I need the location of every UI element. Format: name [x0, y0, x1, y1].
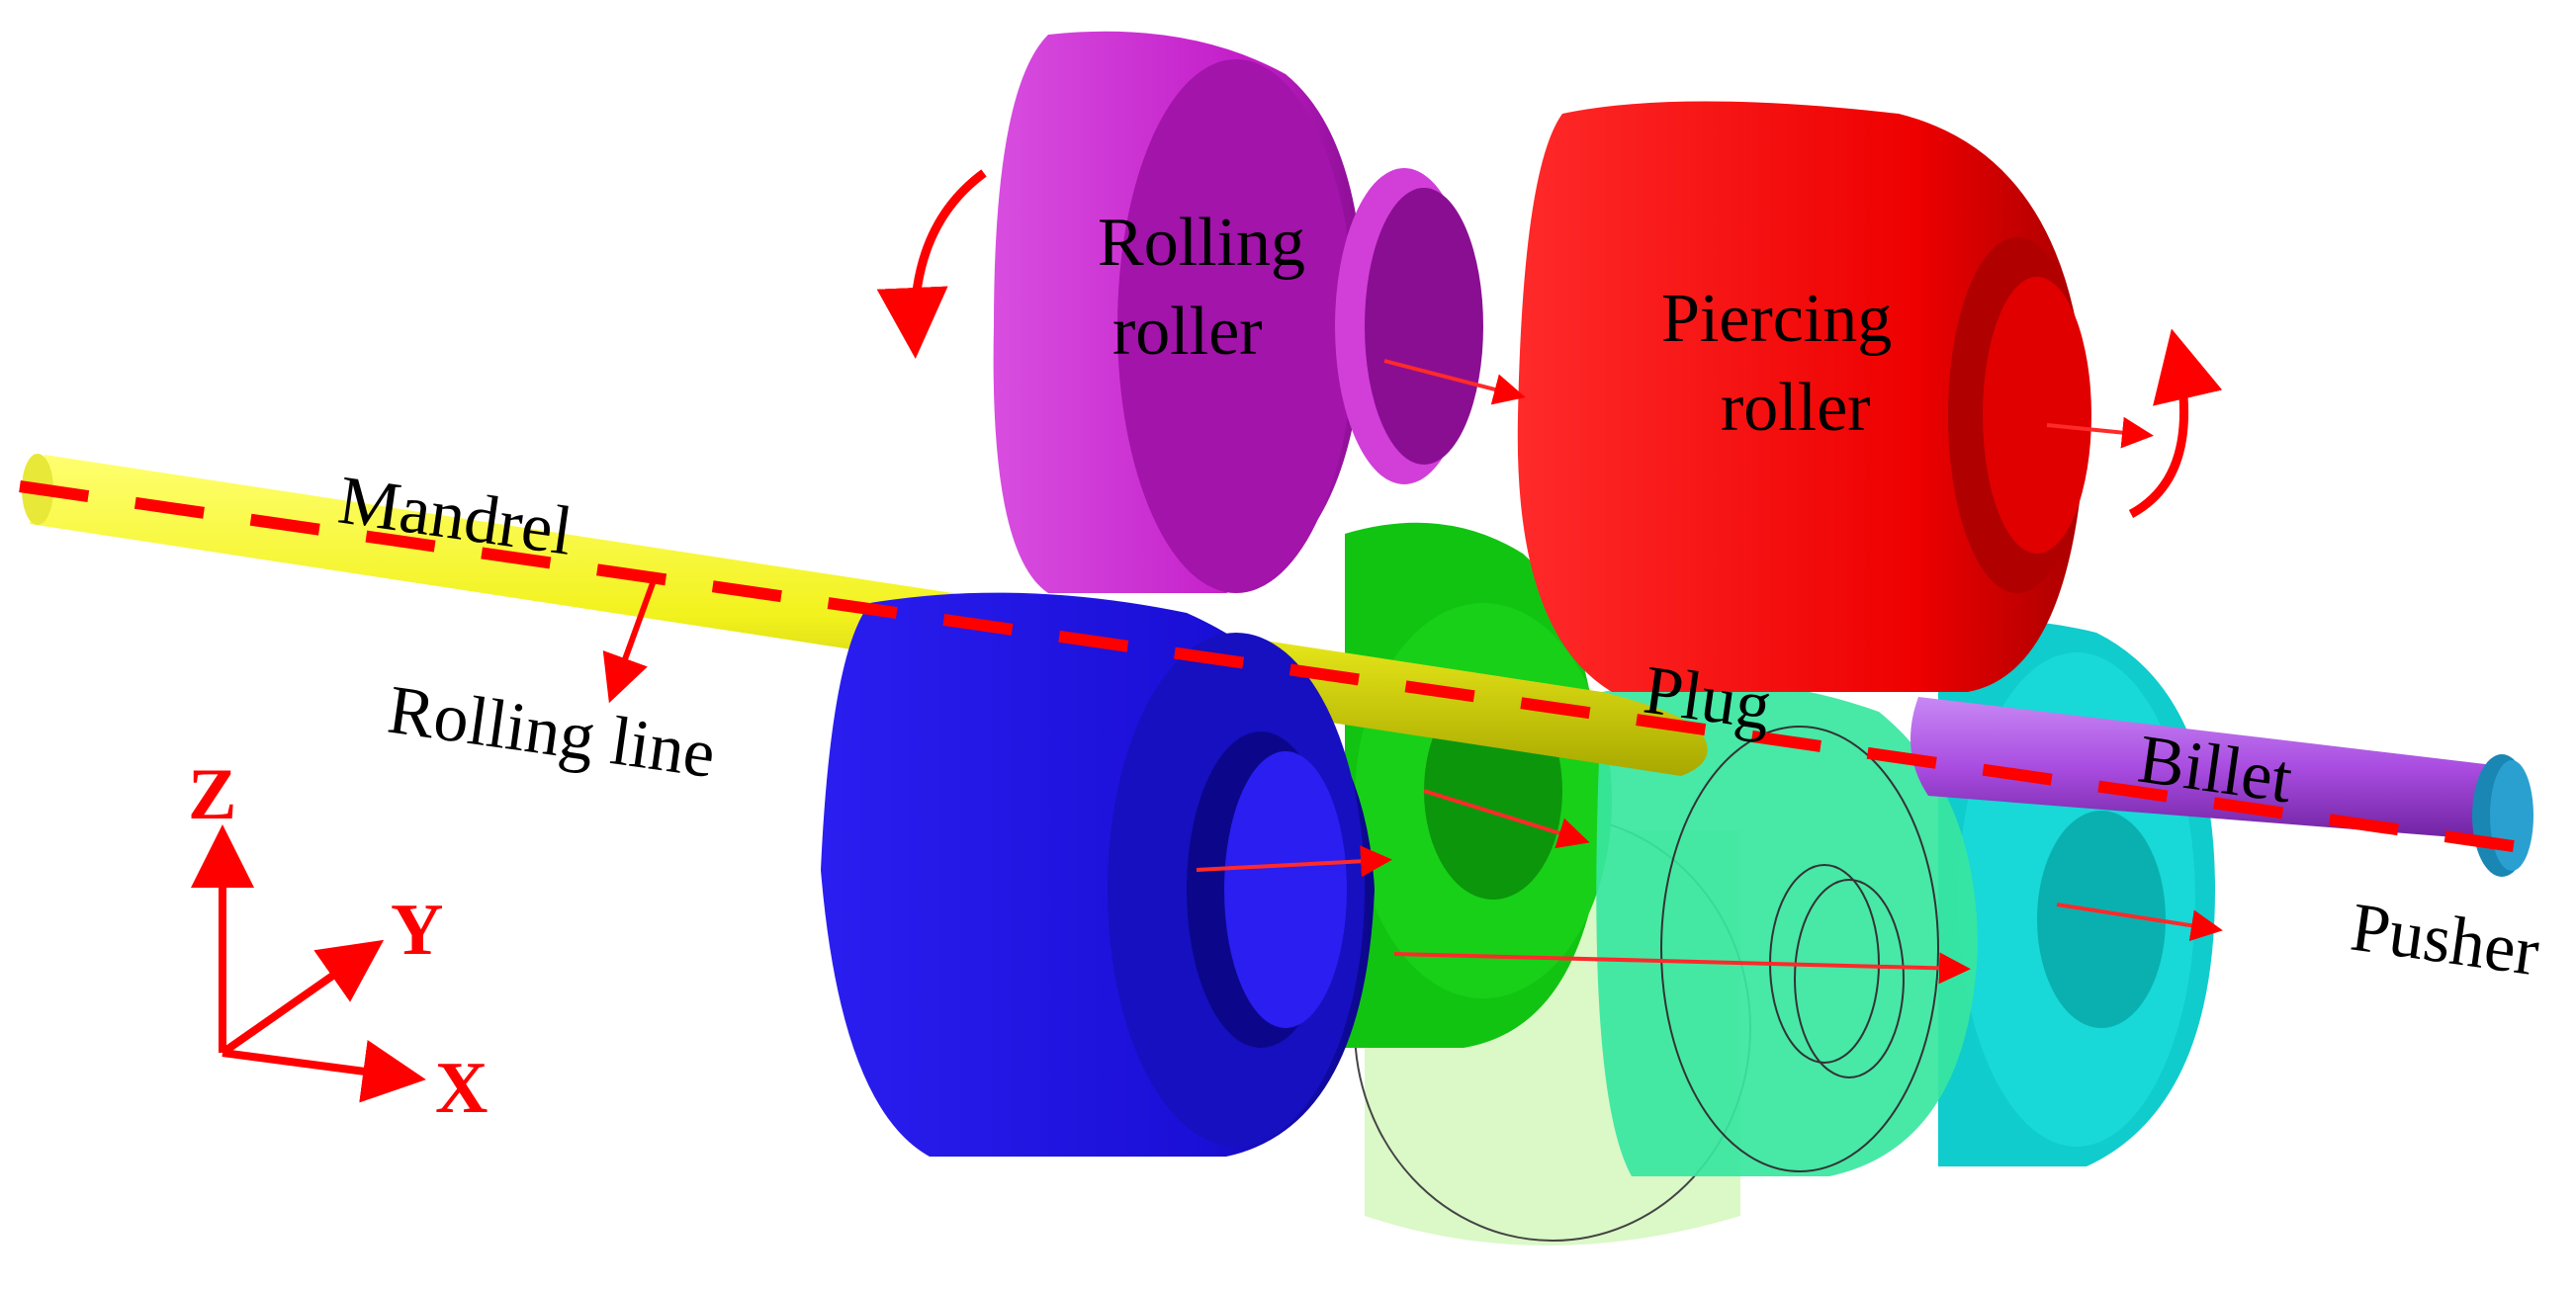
rolling-line-label: Rolling line: [384, 672, 720, 794]
axis-label-y: Y: [391, 890, 443, 971]
mint-roller: [1596, 680, 1978, 1176]
rotation-arrow-piercing: [2128, 328, 2223, 518]
axis-triad: [191, 824, 426, 1103]
axis-label-z: Z: [188, 754, 236, 835]
pusher-label: Pusher: [2347, 890, 2543, 991]
rolling-line: [19, 480, 2528, 854]
rolling-roller-label-2: roller: [1112, 294, 1263, 370]
roller-axis-arrows: [1196, 359, 2223, 985]
piercing-roller-label-1: Piercing: [1661, 281, 1892, 357]
piercing-roller-label-2: roller: [1721, 370, 1871, 446]
rolling-roller-label-1: Rolling: [1098, 205, 1305, 281]
rolling-line-leader: [602, 581, 656, 704]
billet: [1910, 697, 2502, 840]
axis-label-x: X: [435, 1048, 488, 1129]
pusher: [2472, 754, 2533, 877]
blue-roller: [821, 592, 1375, 1157]
rotation-arrow-rolling: [876, 169, 987, 359]
piercing-roller: [1517, 101, 2091, 692]
rolling-roller: [993, 31, 1483, 594]
plug-label: Plug: [1640, 652, 1776, 745]
